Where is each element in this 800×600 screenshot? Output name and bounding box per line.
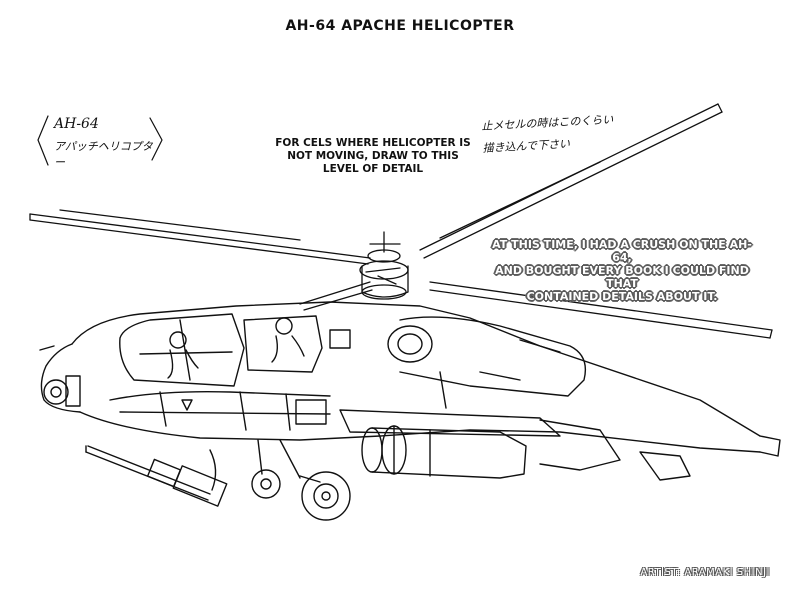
page-title: AH-64 APACHE HELICOPTER (285, 18, 515, 34)
rotor-blades (29, 103, 773, 339)
callout-line2: AND BOUGHT EVERY BOOK I COULD FIND THAT (495, 264, 749, 290)
chain-gun (85, 445, 228, 507)
callout-line1: AT THIS TIME, I HAD A CRUSH ON THE AH-64… (492, 238, 752, 264)
handwritten-label-line1: AH-64 (54, 116, 99, 132)
handwritten-label-line2: アパッチヘリコプター (54, 140, 153, 169)
rotor-hub (359, 231, 409, 300)
callout-line3: CONTAINED DETAILS ABOUT IT. (526, 290, 718, 303)
commentary-callout: AT THIS TIME, I HAD A CRUSH ON THE AH-64… (484, 238, 760, 303)
fuselage (39, 301, 781, 457)
japanese-note: 止メセルの時はこのくらい 描き込んで下さい (481, 108, 633, 160)
engine (387, 316, 587, 409)
landing-gear (251, 439, 351, 521)
handwritten-label: AH-64 アパッチヘリコプター (40, 112, 160, 169)
handwritten-bracket (37, 115, 163, 166)
artist-credit: ARTIST: ARAMAKI SHINJI (640, 567, 770, 578)
stub-wing (339, 409, 691, 481)
detail-note: FOR CELS WHERE HELICOPTER IS NOT MOVING,… (275, 137, 471, 175)
